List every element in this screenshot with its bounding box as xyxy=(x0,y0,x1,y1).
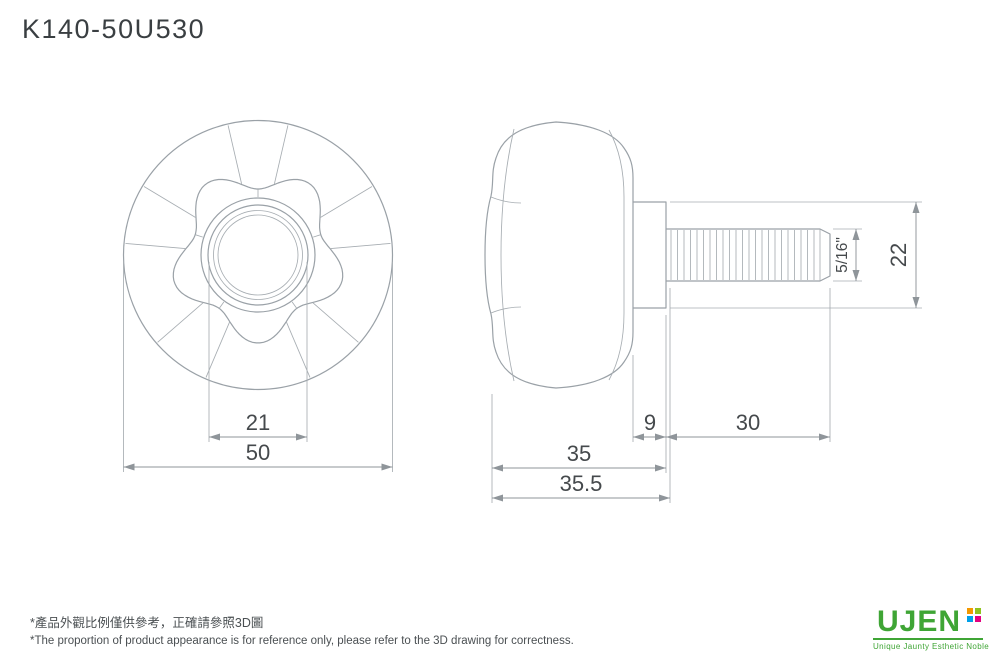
logo-tagline: Unique Jaunty Esthetic Noble xyxy=(873,642,990,651)
spoke-line xyxy=(157,302,204,343)
spoke-line xyxy=(125,242,186,250)
logo-square-magenta xyxy=(975,616,981,622)
thread-outline xyxy=(665,228,831,282)
spoke-line xyxy=(330,242,391,250)
logo-square-green xyxy=(975,608,981,614)
star-curve xyxy=(172,178,344,344)
hub-middle-circle xyxy=(207,204,309,306)
thread-hatch-lines xyxy=(670,230,815,280)
front-view-knob xyxy=(122,119,394,391)
lobe-valley-line-bottom xyxy=(490,306,522,314)
logo-square-orange xyxy=(967,608,973,614)
valley-center-line xyxy=(313,234,321,238)
footer-notes: *產品外觀比例僅供參考，正確請參照3D圖 *The proportion of … xyxy=(30,612,574,647)
logo-underline xyxy=(873,638,983,640)
brand-logo: UJEN Unique Jaunty Esthetic Noble xyxy=(873,605,990,651)
dim-label-thread-size: 5/16" xyxy=(834,237,851,273)
dim-label-collar-diameter: 22 xyxy=(886,243,911,267)
dim-label-hub-diameter: 21 xyxy=(246,410,270,435)
spoke-line xyxy=(312,302,359,343)
spoke-line xyxy=(205,322,230,378)
spoke-line xyxy=(143,186,196,218)
lobe-valley-line-top xyxy=(490,196,522,204)
hub-inner-circle xyxy=(213,210,303,300)
note-english: *The proportion of product appearance is… xyxy=(30,635,574,647)
dim-label-collar-width: 9 xyxy=(644,410,656,435)
dim-label-body-depth: 35 xyxy=(567,441,591,466)
dim-label-total-depth: 35.5 xyxy=(560,471,603,496)
hub-bore-circle xyxy=(217,214,299,296)
valley-center-line xyxy=(219,301,225,309)
logo-text: UJEN xyxy=(876,605,961,638)
note-chinese: *產品外觀比例僅供參考，正確請參照3D圖 xyxy=(30,616,264,630)
logo-square-blue xyxy=(967,616,973,622)
star-lobes-outline xyxy=(125,125,391,378)
logo-color-squares xyxy=(967,608,981,622)
dimension-annotations: 21 50 9 30 35 35.5 5/16" 22 xyxy=(123,201,922,503)
valley-center-line xyxy=(291,301,297,309)
dim-label-thread-length: 30 xyxy=(736,410,760,435)
dim-label-knob-diameter: 50 xyxy=(246,440,270,465)
spoke-line xyxy=(320,186,373,218)
valley-center-line xyxy=(195,234,203,238)
knob-profile-outline xyxy=(484,121,634,389)
knob-dome-edge-line xyxy=(608,129,625,381)
knob-outer-circle xyxy=(122,119,394,391)
collar-outline xyxy=(632,201,667,309)
part-number-title: K140-50U530 xyxy=(22,14,206,44)
spoke-line xyxy=(273,125,289,184)
hub-outer-circle xyxy=(200,197,316,313)
side-view-knob xyxy=(484,121,831,389)
knob-face-rim-line xyxy=(500,128,515,382)
spoke-line xyxy=(227,125,243,184)
spoke-line xyxy=(286,322,311,378)
